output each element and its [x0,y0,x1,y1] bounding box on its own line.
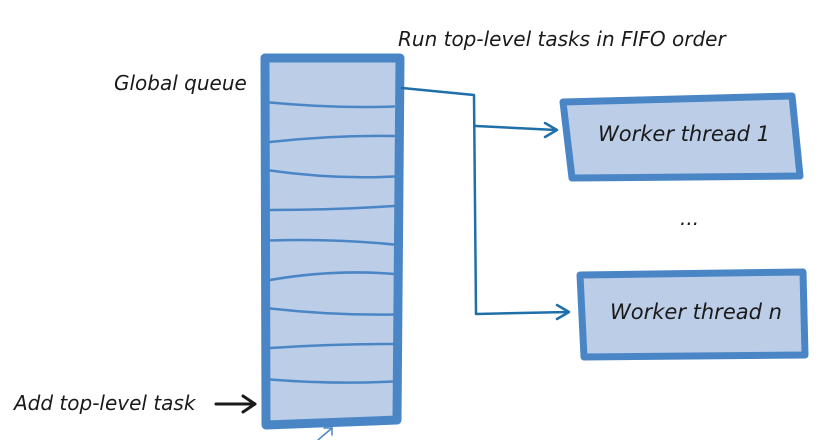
connector-trunk [400,86,570,316]
worker-1-label: Worker thread 1 [598,122,770,146]
queue-slot-divider [268,169,396,179]
queue-slot-divider [268,307,396,316]
worker-n-label: Worker thread n [610,300,782,324]
queue-slot-divider [268,271,396,282]
queue-slot-divider [268,342,396,350]
worker-thread-n: Worker thread n [576,268,809,361]
queue-dividers [268,101,396,384]
bottom-arrow-stub-icon [317,427,333,440]
arrowhead-worker-n-icon [555,303,571,321]
worker-1-box [559,92,804,182]
ellipsis-label: ... [680,206,699,230]
global-queue [260,53,405,430]
worker-n-box [576,268,809,361]
connector-branch-1 [474,124,558,132]
queue-slot-divider [268,378,396,384]
queue-slot-divider [268,101,396,109]
diagram-title: Run top-level tasks in FIFO order [398,27,727,51]
worker-thread-1: Worker thread 1 [559,92,804,182]
queue-slot-divider [268,134,396,144]
add-task-arrow-icon [214,394,257,414]
queue-slot-divider [268,204,396,212]
arrowhead-worker-1-icon [543,121,559,139]
global-queue-label: Global queue [114,71,247,95]
queue-slot-divider [268,238,396,246]
add-task-label: Add top-level task [12,391,197,415]
dispatch-connector [400,86,571,321]
